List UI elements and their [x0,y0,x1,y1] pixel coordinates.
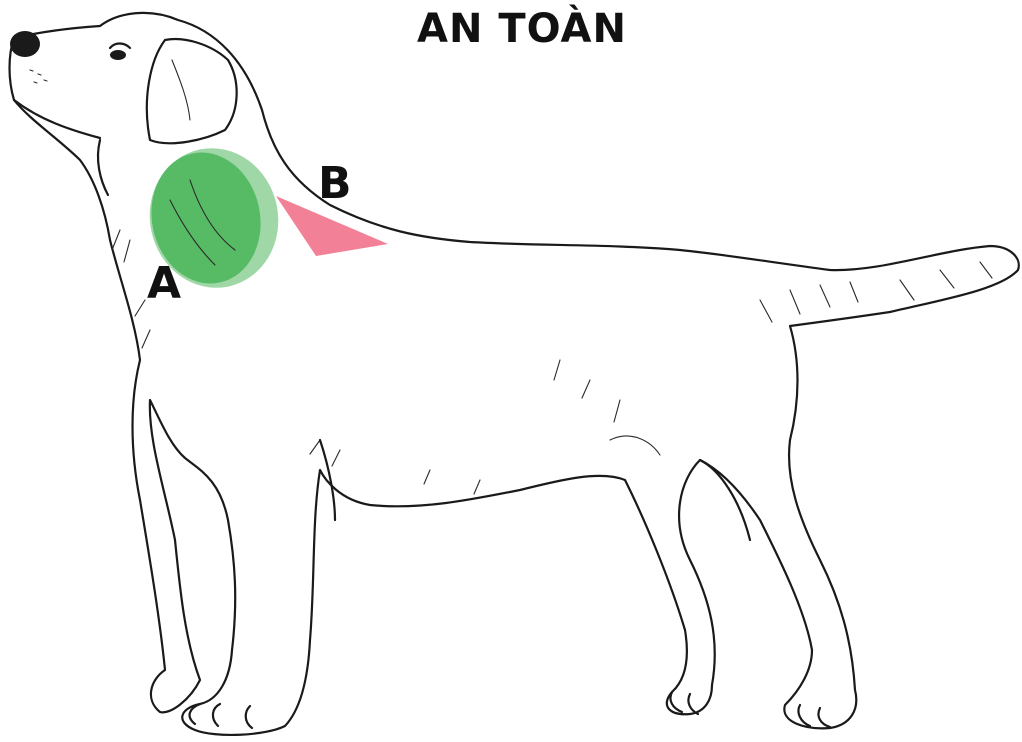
dog-fur-details [112,230,992,728]
page-title: AN TOÀN [0,6,1022,52]
zone-a-label: A [147,262,181,306]
zone-b-label: B [318,162,352,206]
dog-body [10,13,1019,735]
